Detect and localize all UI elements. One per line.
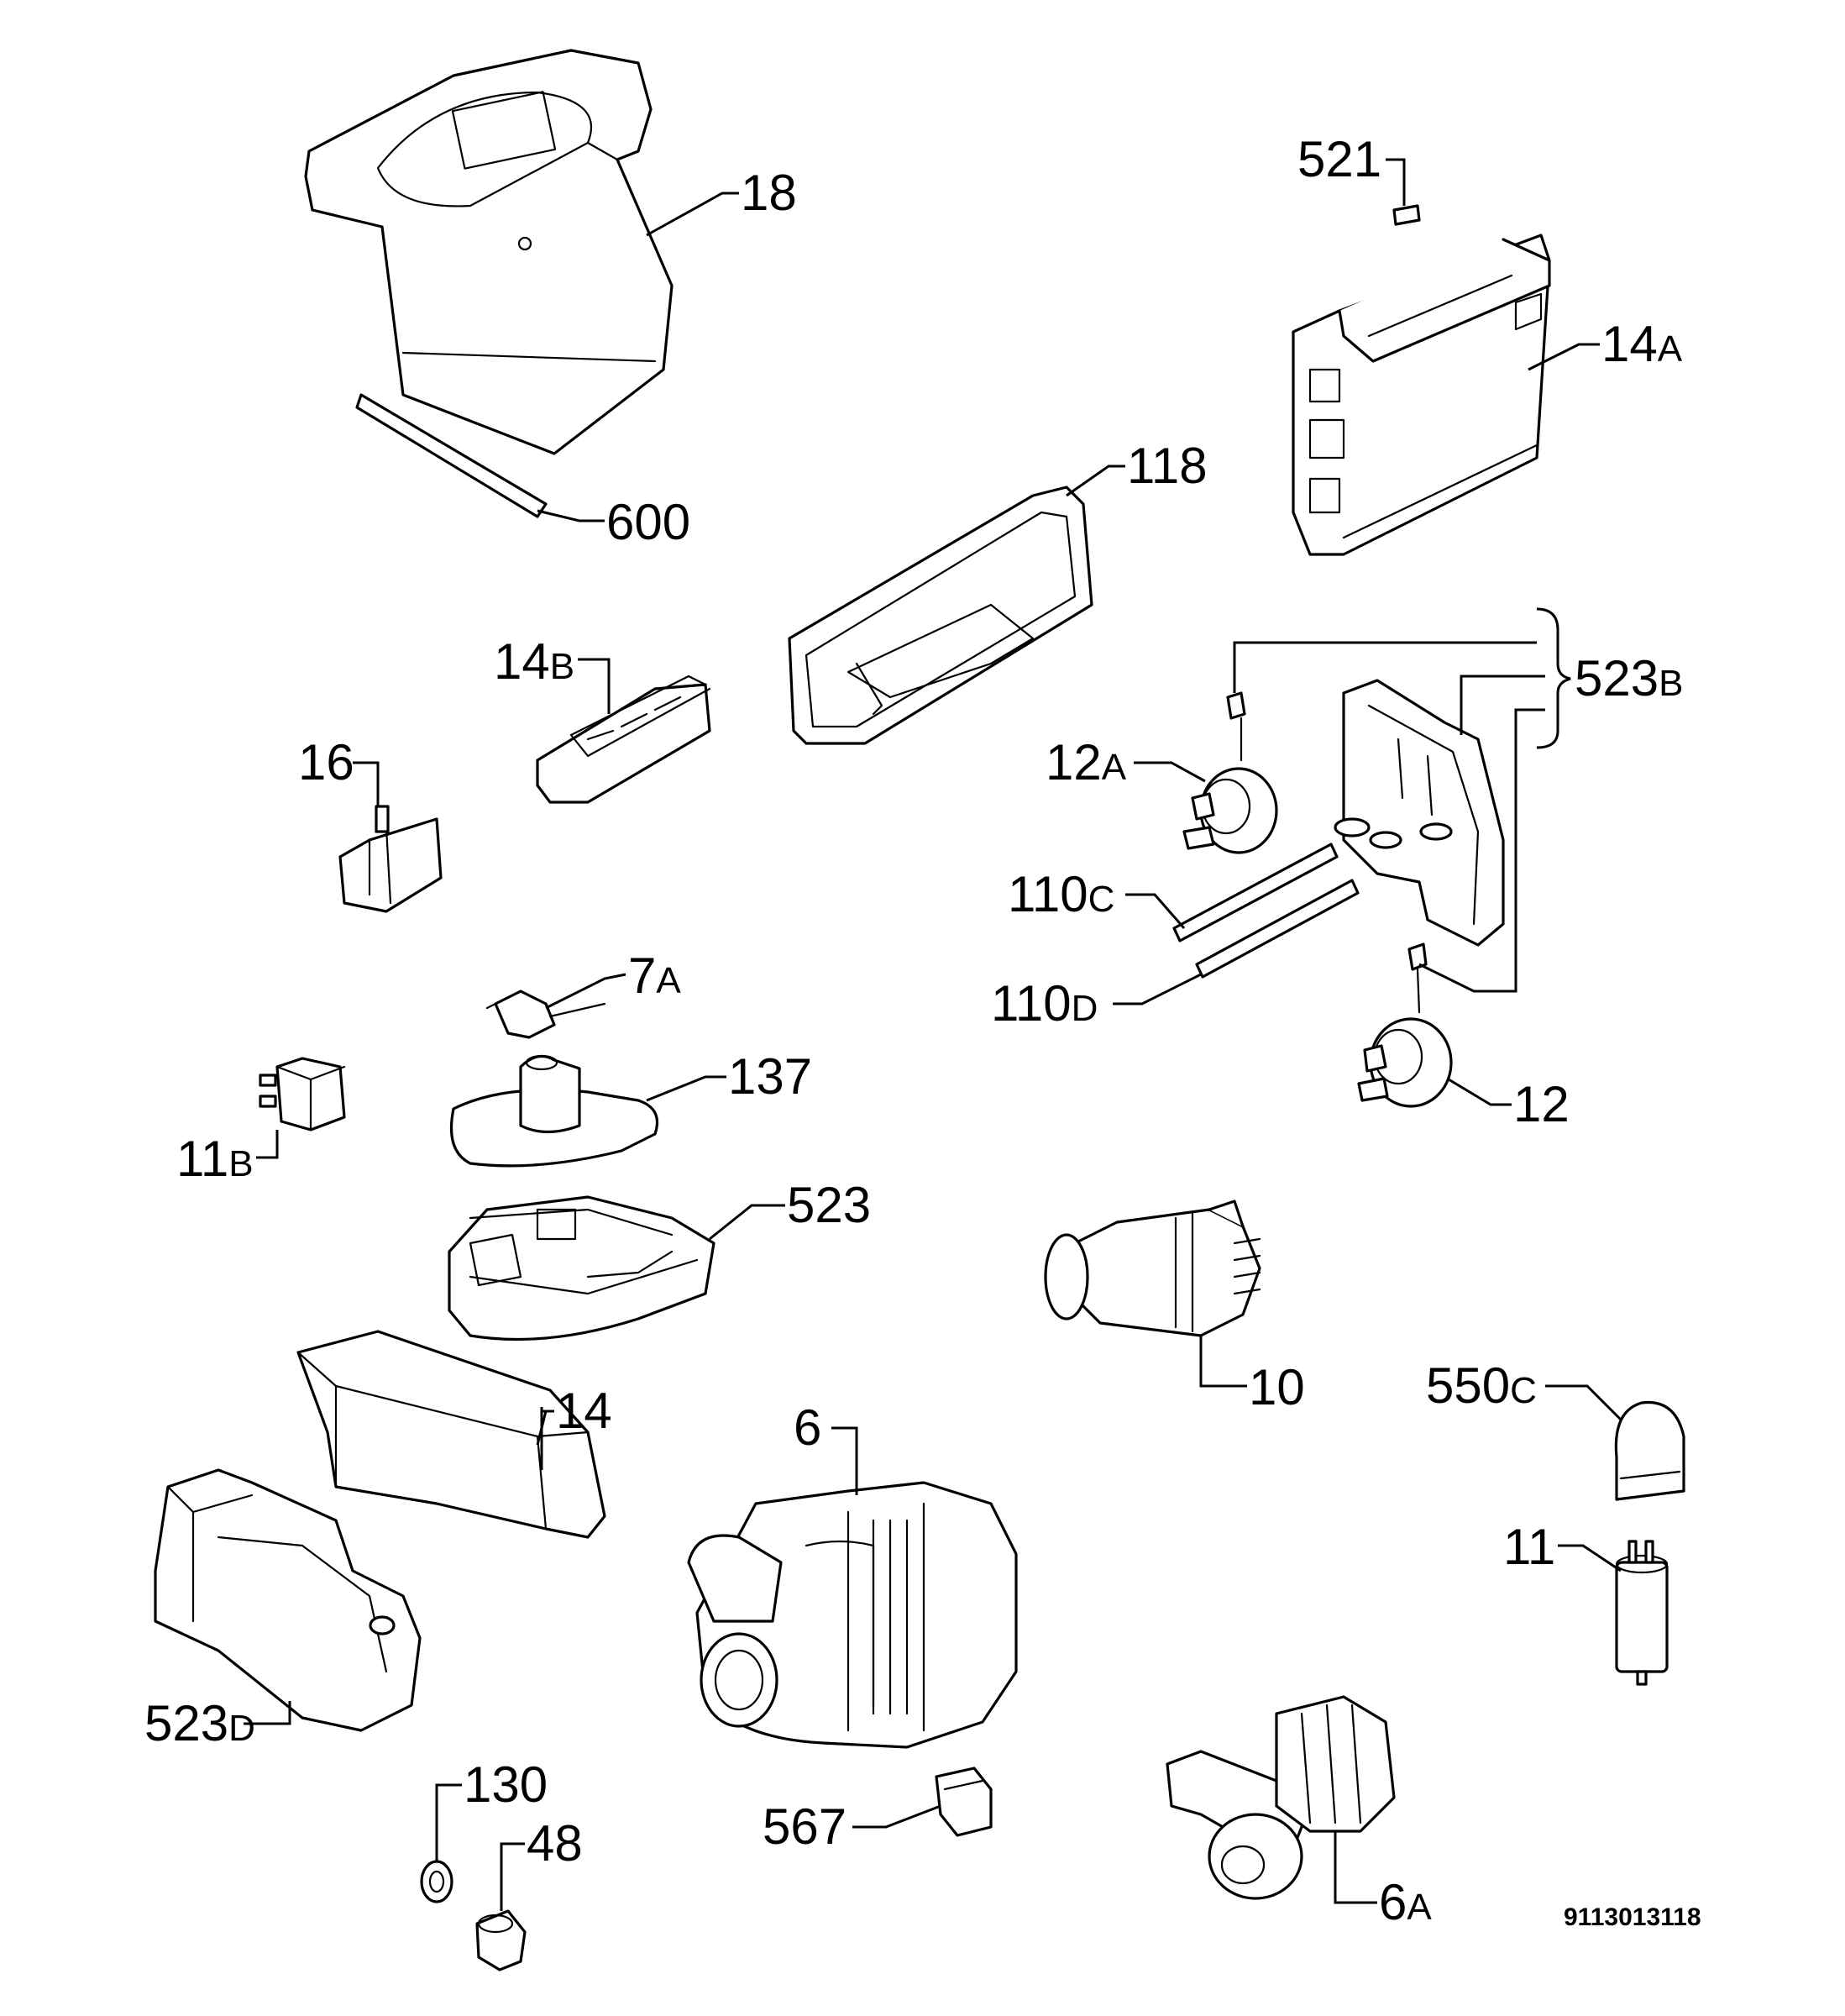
callout-600: 600 bbox=[606, 494, 690, 550]
leader-523b-3 bbox=[1418, 708, 1545, 993]
part-7a-drawing bbox=[485, 990, 606, 1039]
part-521-drawing bbox=[1392, 204, 1421, 226]
leader-523d bbox=[244, 1701, 291, 1725]
callout-521: 521 bbox=[1297, 131, 1381, 187]
callout-523b: 523B bbox=[1575, 650, 1683, 706]
part-14b-drawing bbox=[536, 675, 711, 804]
part-16-drawing bbox=[338, 805, 443, 913]
callout-137: 137 bbox=[728, 1048, 812, 1105]
part-11-drawing bbox=[1615, 1540, 1669, 1686]
part-110d-drawing bbox=[1195, 879, 1360, 979]
leader-110d bbox=[1113, 973, 1202, 1005]
drawing-code: 9113013118 bbox=[1564, 1903, 1701, 1931]
part-12-drawing bbox=[1357, 968, 1453, 1108]
leader-7a bbox=[545, 973, 626, 1010]
leader-lines bbox=[244, 158, 1622, 1911]
part-550c-drawing bbox=[1614, 1400, 1685, 1501]
part-523b-cap-upper bbox=[1226, 691, 1246, 720]
callout-48: 48 bbox=[527, 1815, 583, 1872]
leader-14b bbox=[578, 658, 611, 714]
leader-6a bbox=[1334, 1831, 1377, 1904]
part-523b-drawing bbox=[1334, 679, 1505, 947]
leader-600 bbox=[537, 509, 605, 522]
callout-18: 18 bbox=[741, 165, 797, 221]
leader-6 bbox=[831, 1426, 858, 1495]
leader-11 bbox=[1558, 1544, 1622, 1572]
part-110c-drawing bbox=[1172, 843, 1339, 942]
callout-14a: 14A bbox=[1601, 316, 1683, 372]
leader-14b2 bbox=[540, 1410, 554, 1470]
leader-550c bbox=[1545, 1384, 1622, 1421]
callout-14: 14 bbox=[556, 1383, 612, 1439]
leader-16 bbox=[353, 761, 380, 806]
callout-118: 118 bbox=[1127, 438, 1208, 494]
callout-130: 130 bbox=[464, 1756, 548, 1813]
part-6a-drawing bbox=[1166, 1695, 1396, 1900]
part-10-drawing bbox=[1044, 1200, 1261, 1337]
leader-137 bbox=[646, 1075, 726, 1102]
part-523-drawing bbox=[448, 1195, 715, 1341]
callout-7a: 7A bbox=[628, 948, 681, 1004]
leader-118 bbox=[1066, 465, 1125, 497]
leader-11b bbox=[256, 1130, 279, 1159]
leader-110c bbox=[1125, 893, 1186, 929]
leader-12a bbox=[1134, 761, 1206, 783]
callout-550c: 550C bbox=[1426, 1357, 1537, 1414]
leader-130 bbox=[435, 1783, 462, 1861]
part-18-drawing bbox=[304, 49, 674, 518]
callout-10: 10 bbox=[1249, 1359, 1305, 1415]
callout-523d: 523D bbox=[144, 1695, 255, 1751]
part-12a-drawing bbox=[1182, 717, 1278, 854]
part-14-drawing bbox=[296, 1330, 606, 1539]
callout-14b: 14B bbox=[494, 633, 574, 690]
callout-110d: 110D bbox=[991, 975, 1098, 1032]
leader-48 bbox=[500, 1842, 525, 1911]
leader-14a bbox=[1528, 343, 1600, 371]
part-567-drawing bbox=[935, 1767, 993, 1837]
part-118-drawing bbox=[788, 486, 1093, 745]
part-137-drawing bbox=[449, 1054, 659, 1168]
leader-18 bbox=[646, 192, 739, 237]
callout-523: 523 bbox=[787, 1177, 871, 1233]
brace-523b bbox=[1536, 607, 1571, 749]
leader-10 bbox=[1199, 1336, 1247, 1388]
part-48-drawing bbox=[475, 1909, 527, 1971]
leader-567 bbox=[852, 1804, 941, 1829]
callout-11b: 11B bbox=[176, 1131, 254, 1187]
part-523b-cap-lower bbox=[1407, 942, 1428, 971]
leader-523 bbox=[709, 1204, 785, 1241]
callout-12a: 12A bbox=[1046, 734, 1127, 790]
part-523d-drawing bbox=[154, 1468, 422, 1732]
leader-523b-1 bbox=[1233, 641, 1537, 693]
callout-6a: 6A bbox=[1379, 1874, 1432, 1930]
callout-11: 11 bbox=[1503, 1519, 1555, 1575]
callout-12: 12 bbox=[1513, 1076, 1570, 1132]
part-14a-drawing bbox=[1292, 234, 1551, 556]
callout-567: 567 bbox=[763, 1798, 846, 1855]
leader-523b-2 bbox=[1460, 675, 1545, 735]
part-130-drawing bbox=[420, 1860, 453, 1903]
callout-6: 6 bbox=[794, 1399, 821, 1456]
leader-521 bbox=[1386, 158, 1406, 206]
leader-12 bbox=[1448, 1078, 1512, 1106]
part-6-drawing bbox=[687, 1481, 1018, 1749]
callout-110c: 110C bbox=[1008, 866, 1114, 922]
callout-16: 16 bbox=[298, 734, 354, 790]
part-11b-drawing bbox=[259, 1057, 346, 1131]
